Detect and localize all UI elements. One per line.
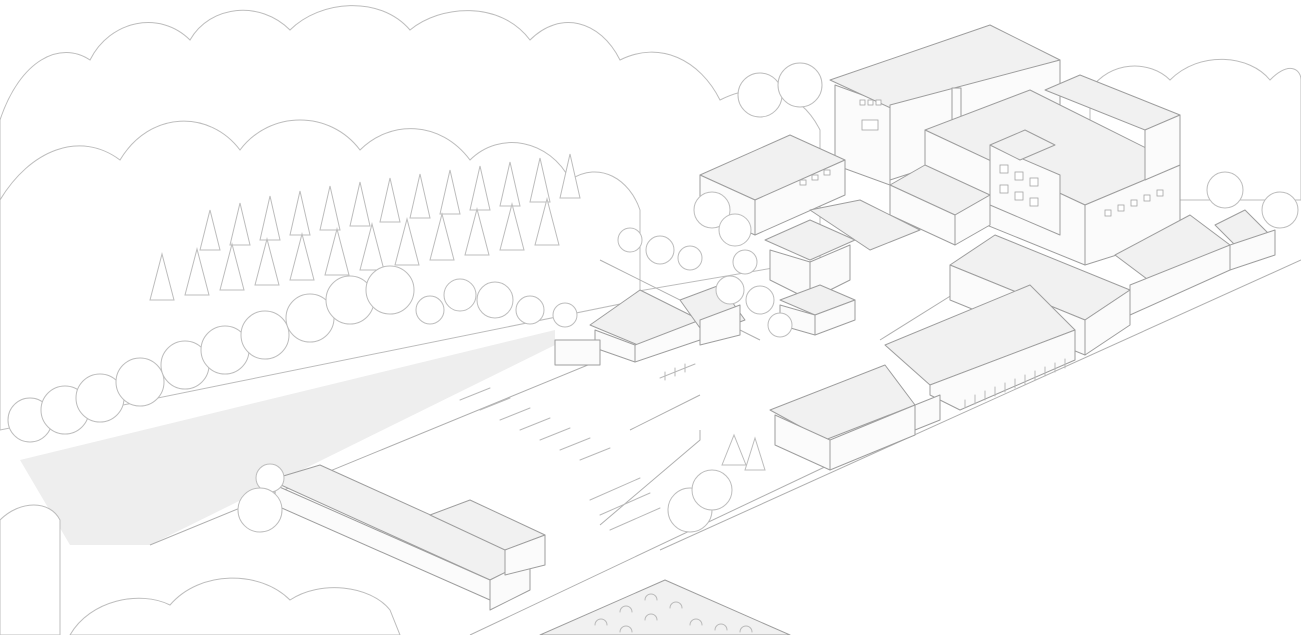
traditional-hall <box>884 284 1076 411</box>
center-houses <box>764 199 921 336</box>
long-building <box>269 464 546 611</box>
gable-house-lower <box>769 364 941 471</box>
office-building <box>889 164 991 246</box>
trees-lower-middle <box>667 433 766 533</box>
conifer-rows <box>149 153 581 301</box>
trees-bottom-left <box>237 463 285 533</box>
factory-main <box>829 24 1181 266</box>
round-tree-row <box>7 265 578 443</box>
trees-center <box>617 191 793 338</box>
trees-right-top <box>737 62 1299 229</box>
parking-lot <box>459 387 661 531</box>
bottom-foliage <box>0 504 401 635</box>
grass-field <box>20 330 555 545</box>
orchard <box>539 579 791 635</box>
